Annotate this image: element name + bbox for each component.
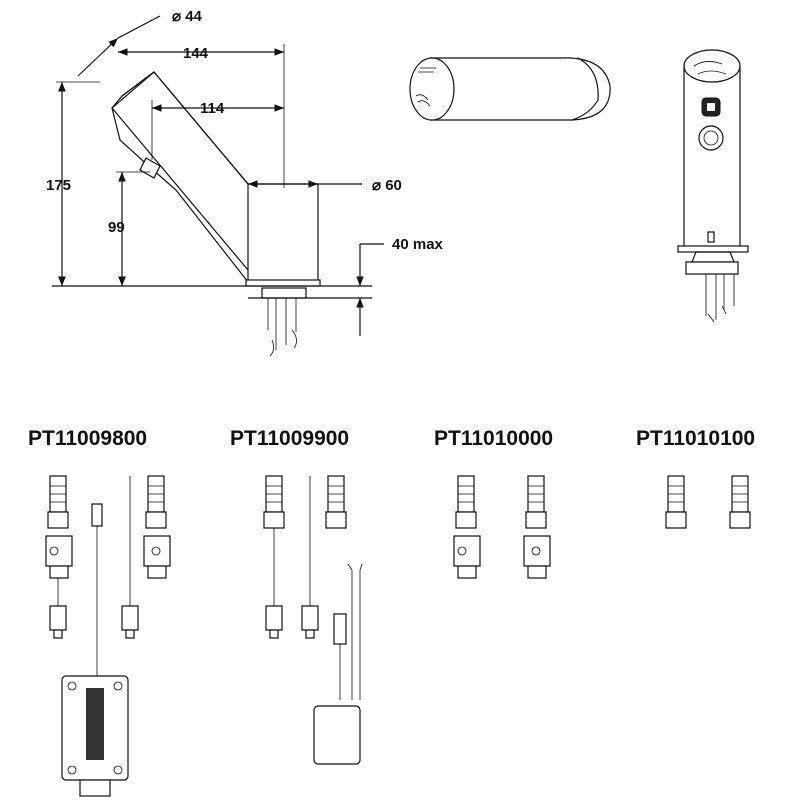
front-view xyxy=(677,49,749,323)
kit-pt11010100 xyxy=(665,475,751,529)
variant-code: PT11009800 xyxy=(28,427,147,450)
dim-deck-thickness: 40 max xyxy=(392,236,444,253)
variant-code: PT11009900 xyxy=(230,427,349,450)
dim-outlet-reach: 114 xyxy=(200,100,225,117)
dim-outlet-height: 99 xyxy=(108,219,125,236)
top-view xyxy=(409,57,611,121)
dim-height: 175 xyxy=(46,177,71,194)
side-view: 144 114 ⌀ 44 175 99 ⌀ 60 40 max xyxy=(46,8,444,357)
kit-pt11009900 xyxy=(263,475,363,765)
kit-pt11009800 xyxy=(45,475,171,797)
variant-code: PT11010100 xyxy=(636,427,755,450)
kit-pt11010000 xyxy=(453,475,551,579)
dim-base-diameter: ⌀ 60 xyxy=(372,177,402,194)
dim-reach: 144 xyxy=(183,45,209,62)
dim-spout-diameter: ⌀ 44 xyxy=(172,8,203,25)
variant-code: PT11010000 xyxy=(434,427,553,450)
